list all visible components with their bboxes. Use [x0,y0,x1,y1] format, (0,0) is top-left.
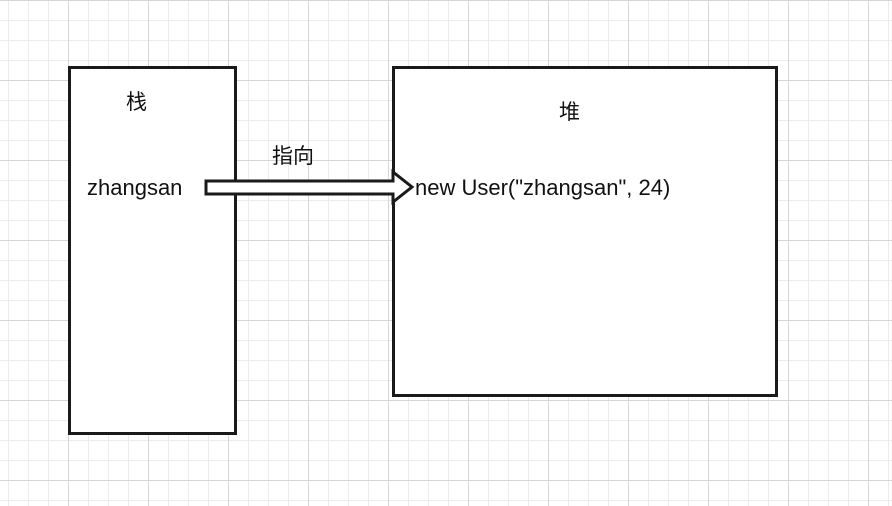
stack-box [68,66,237,435]
stack-title: 栈 [126,90,147,114]
pointer-arrow-shape [204,168,415,206]
heap-object: new User("zhangsan", 24) [415,175,671,200]
heap-title: 堆 [559,100,580,124]
arrow-label: 指向 [272,144,314,168]
heap-box [392,66,778,397]
stack-variable: zhangsan [87,175,183,200]
